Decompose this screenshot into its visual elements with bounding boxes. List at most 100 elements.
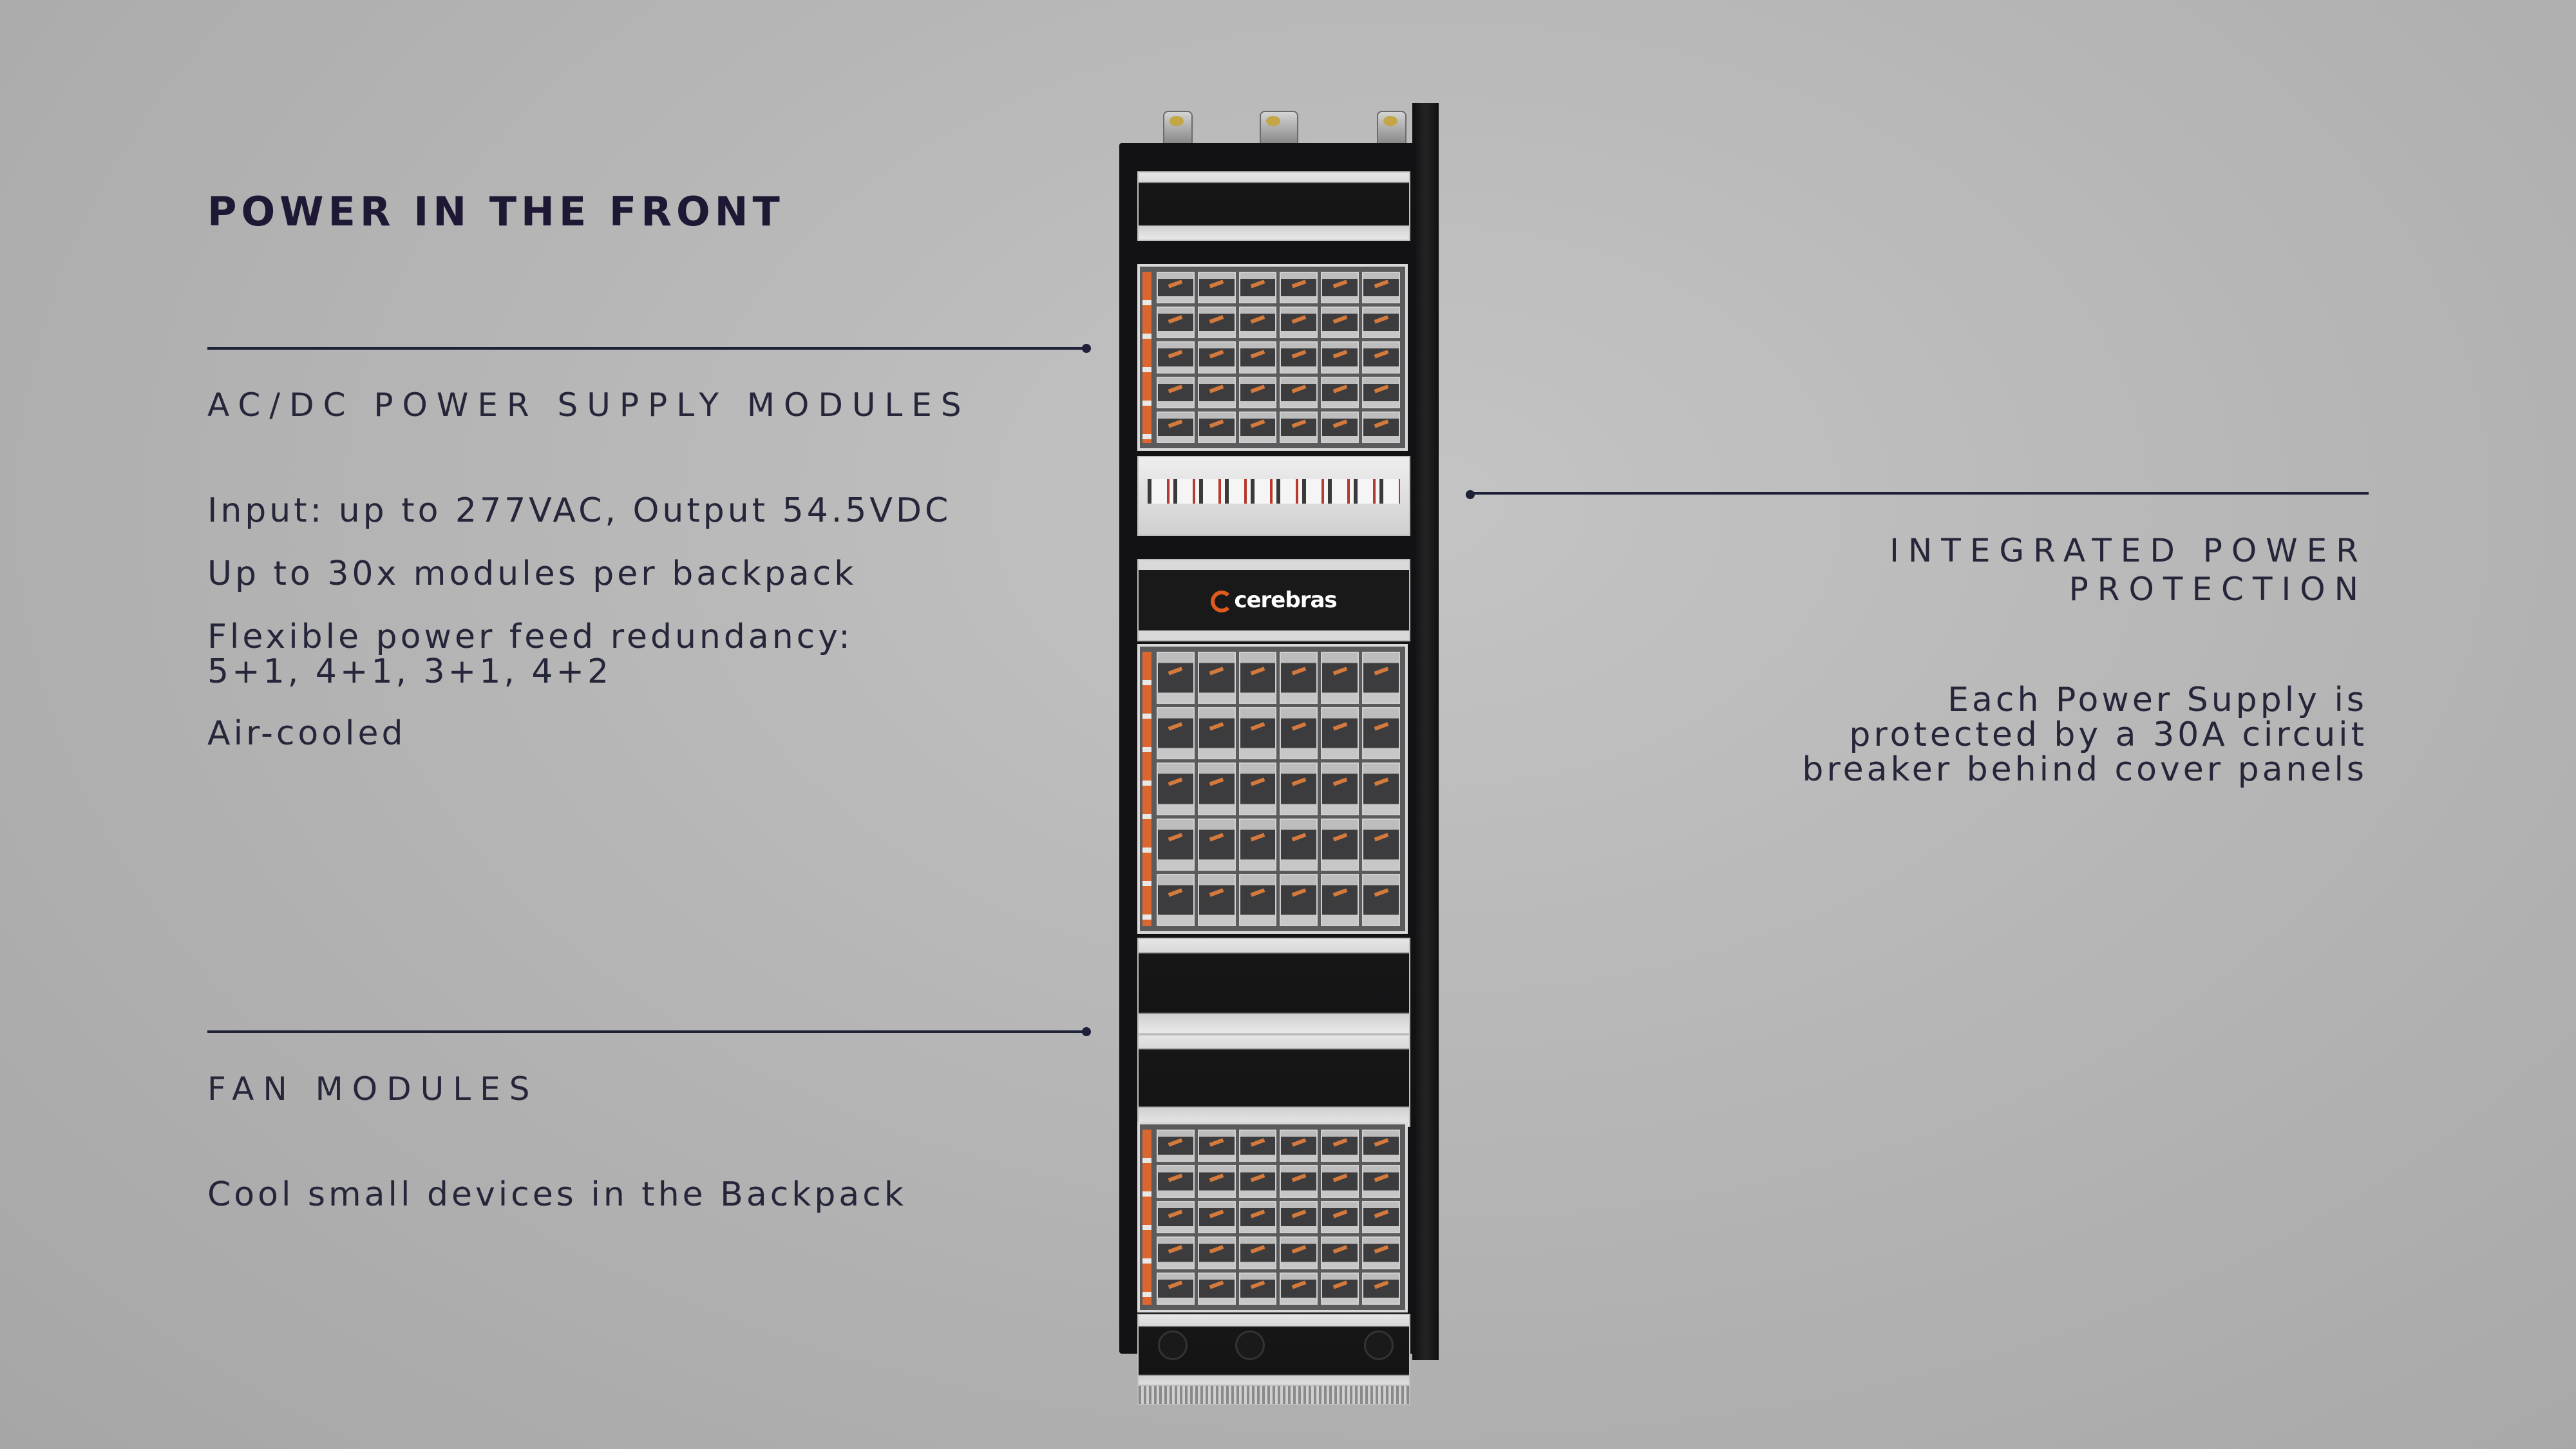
psu-module-slot <box>1238 1236 1277 1269</box>
protection-line-1: Each Power Supply is <box>1947 681 2367 719</box>
psu-module-slot <box>1197 1236 1236 1269</box>
psu-module-slot <box>1157 307 1195 339</box>
psu-module-slot <box>1157 873 1195 926</box>
fan-heading: FAN MODULES <box>207 1070 539 1108</box>
protection-heading-line-2: PROTECTION <box>2069 571 2367 608</box>
psu-line-redundancy-values: 5+1, 4+1, 3+1, 4+2 <box>207 652 612 691</box>
psu-module-slot <box>1157 1236 1195 1269</box>
psu-module-slot <box>1321 1165 1359 1198</box>
psu-line-input: Input: up to 277VAC, Output 54.5VDC <box>207 491 952 530</box>
breaker-switch-row <box>1148 479 1400 504</box>
psu-module-slot <box>1197 1272 1236 1305</box>
psu-module-slot <box>1238 818 1277 871</box>
psu-module-slot <box>1157 411 1195 443</box>
rack-side-panel <box>1412 103 1439 1360</box>
logo-panel: cerebras <box>1137 559 1410 641</box>
psu-module-slot <box>1362 272 1400 304</box>
psu-module-slot <box>1197 272 1236 304</box>
psu-module-slot <box>1197 376 1236 408</box>
psu-callout-dot <box>1082 344 1091 353</box>
cerebras-logo-text: cerebras <box>1234 587 1337 613</box>
psu-module-slot <box>1321 341 1359 374</box>
circuit-breaker-panel <box>1137 456 1410 536</box>
psu-module-slot <box>1157 818 1195 871</box>
psu-line-redundancy: Flexible power feed redundancy: <box>207 618 853 656</box>
psu-module-slot <box>1321 1200 1359 1234</box>
psu-module-slot <box>1362 1200 1400 1234</box>
caster-wheel-right <box>1364 1331 1394 1360</box>
psu-module-slot <box>1362 1236 1400 1269</box>
psu-module-slot <box>1157 762 1195 815</box>
psu-module-slot <box>1197 818 1236 871</box>
psu-heading: AC/DC POWER SUPPLY MODULES <box>207 386 971 424</box>
psu-module-slot <box>1238 411 1277 443</box>
psu-module-slot <box>1238 1130 1277 1162</box>
protection-line-2: protected by a 30A circuit <box>1849 715 2367 754</box>
psu-module-slot <box>1321 1272 1359 1305</box>
fan-callout-dot <box>1082 1027 1091 1036</box>
psu-bank-middle <box>1137 644 1408 934</box>
psu-module-slot <box>1362 307 1400 339</box>
psu-module-slot <box>1238 376 1277 408</box>
psu-line-modules: Up to 30x modules per backpack <box>207 554 857 593</box>
blank-panel-middle-1 <box>1137 938 1410 1034</box>
psu-module-slot <box>1362 411 1400 443</box>
psu-module-slot <box>1362 707 1400 760</box>
psu-module-slot <box>1197 1165 1236 1198</box>
psu-module-slot <box>1157 341 1195 374</box>
psu-module-slot <box>1157 1130 1195 1162</box>
fan-callout-line <box>207 1030 1087 1033</box>
psu-module-slot <box>1362 341 1400 374</box>
psu-module-slot <box>1280 1200 1318 1234</box>
psu-module-slot <box>1197 411 1236 443</box>
psu-module-slot <box>1238 341 1277 374</box>
psu-module-slot <box>1321 873 1359 926</box>
psu-module-slot <box>1280 1236 1318 1269</box>
cerebras-logo-icon <box>1211 590 1233 612</box>
psu-module-slot <box>1157 1165 1195 1198</box>
psu-module-slot <box>1157 376 1195 408</box>
psu-module-slot <box>1362 1165 1400 1198</box>
bottom-vent-grill <box>1137 1385 1410 1405</box>
psu-module-slot <box>1362 652 1400 705</box>
psu-module-slot <box>1280 873 1318 926</box>
psu-module-slot <box>1280 307 1318 339</box>
psu-module-slot <box>1321 376 1359 408</box>
psu-module-slot <box>1321 707 1359 760</box>
psu-bank-upper <box>1137 264 1408 451</box>
psu-module-slot <box>1321 1130 1359 1162</box>
cerebras-logo: cerebras <box>1139 587 1409 613</box>
psu-module-slot <box>1238 272 1277 304</box>
psu-module-slot <box>1238 873 1277 926</box>
blank-panel-middle-2 <box>1137 1034 1410 1127</box>
blank-panel-top <box>1137 171 1410 241</box>
psu-module-slot <box>1238 707 1277 760</box>
psu-module-slot <box>1238 1165 1277 1198</box>
psu-module-slot <box>1321 762 1359 815</box>
psu-module-slot <box>1321 818 1359 871</box>
psu-module-slot <box>1157 1272 1195 1305</box>
psu-module-slot <box>1280 411 1318 443</box>
psu-module-slot <box>1238 762 1277 815</box>
psu-module-slot <box>1280 376 1318 408</box>
psu-module-slot <box>1280 1130 1318 1162</box>
psu-module-slot <box>1321 652 1359 705</box>
psu-module-slot <box>1362 873 1400 926</box>
psu-module-slot <box>1238 1200 1277 1234</box>
fan-line-description: Cool small devices in the Backpack <box>207 1175 907 1214</box>
psu-module-slot <box>1157 652 1195 705</box>
psu-module-slot <box>1362 376 1400 408</box>
page-title: POWER IN THE FRONT <box>207 188 784 235</box>
psu-module-slot <box>1280 272 1318 304</box>
psu-module-slot <box>1362 818 1400 871</box>
protection-line-3: breaker behind cover panels <box>1802 750 2367 789</box>
psu-bank-lower <box>1137 1122 1408 1312</box>
psu-module-slot <box>1280 1272 1318 1305</box>
psu-module-slot <box>1280 1165 1318 1198</box>
psu-module-slot <box>1197 873 1236 926</box>
psu-line-cooling: Air-cooled <box>207 714 406 753</box>
psu-module-slot <box>1197 762 1236 815</box>
psu-module-slot <box>1238 652 1277 705</box>
psu-module-slot <box>1280 818 1318 871</box>
psu-module-slot <box>1321 1236 1359 1269</box>
